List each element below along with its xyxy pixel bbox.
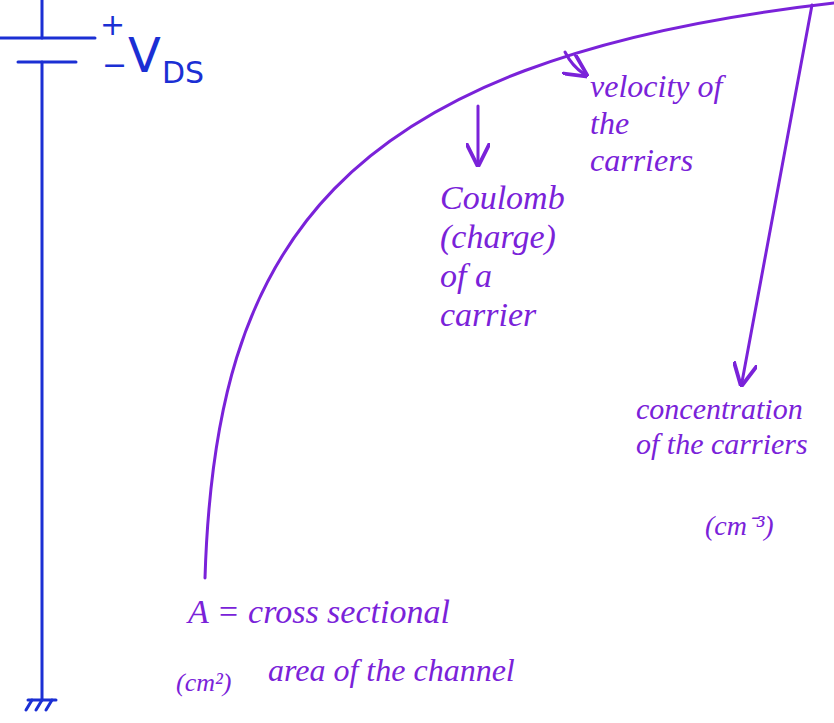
annotation-note: Coulomb (charge) of a carrier bbox=[440, 178, 590, 334]
ground-symbol bbox=[26, 700, 56, 710]
annotation-note: A = cross sectional bbox=[188, 592, 450, 631]
unit-note: (cm⁻³) bbox=[705, 510, 774, 542]
voltage-subscript: DS bbox=[162, 56, 204, 91]
voltage-symbol: V bbox=[128, 28, 161, 83]
annotation-curve bbox=[205, 3, 834, 578]
polarity-sign: − bbox=[102, 48, 127, 83]
polarity-sign: + bbox=[100, 8, 125, 43]
unit-note: (cm²) bbox=[176, 668, 231, 698]
annotation-note: velocity of the carriers bbox=[590, 68, 730, 178]
annotation-note: concentration of the carriers bbox=[636, 392, 826, 461]
battery-symbol bbox=[0, 0, 95, 700]
annotation-note: area of the channel bbox=[268, 652, 515, 689]
